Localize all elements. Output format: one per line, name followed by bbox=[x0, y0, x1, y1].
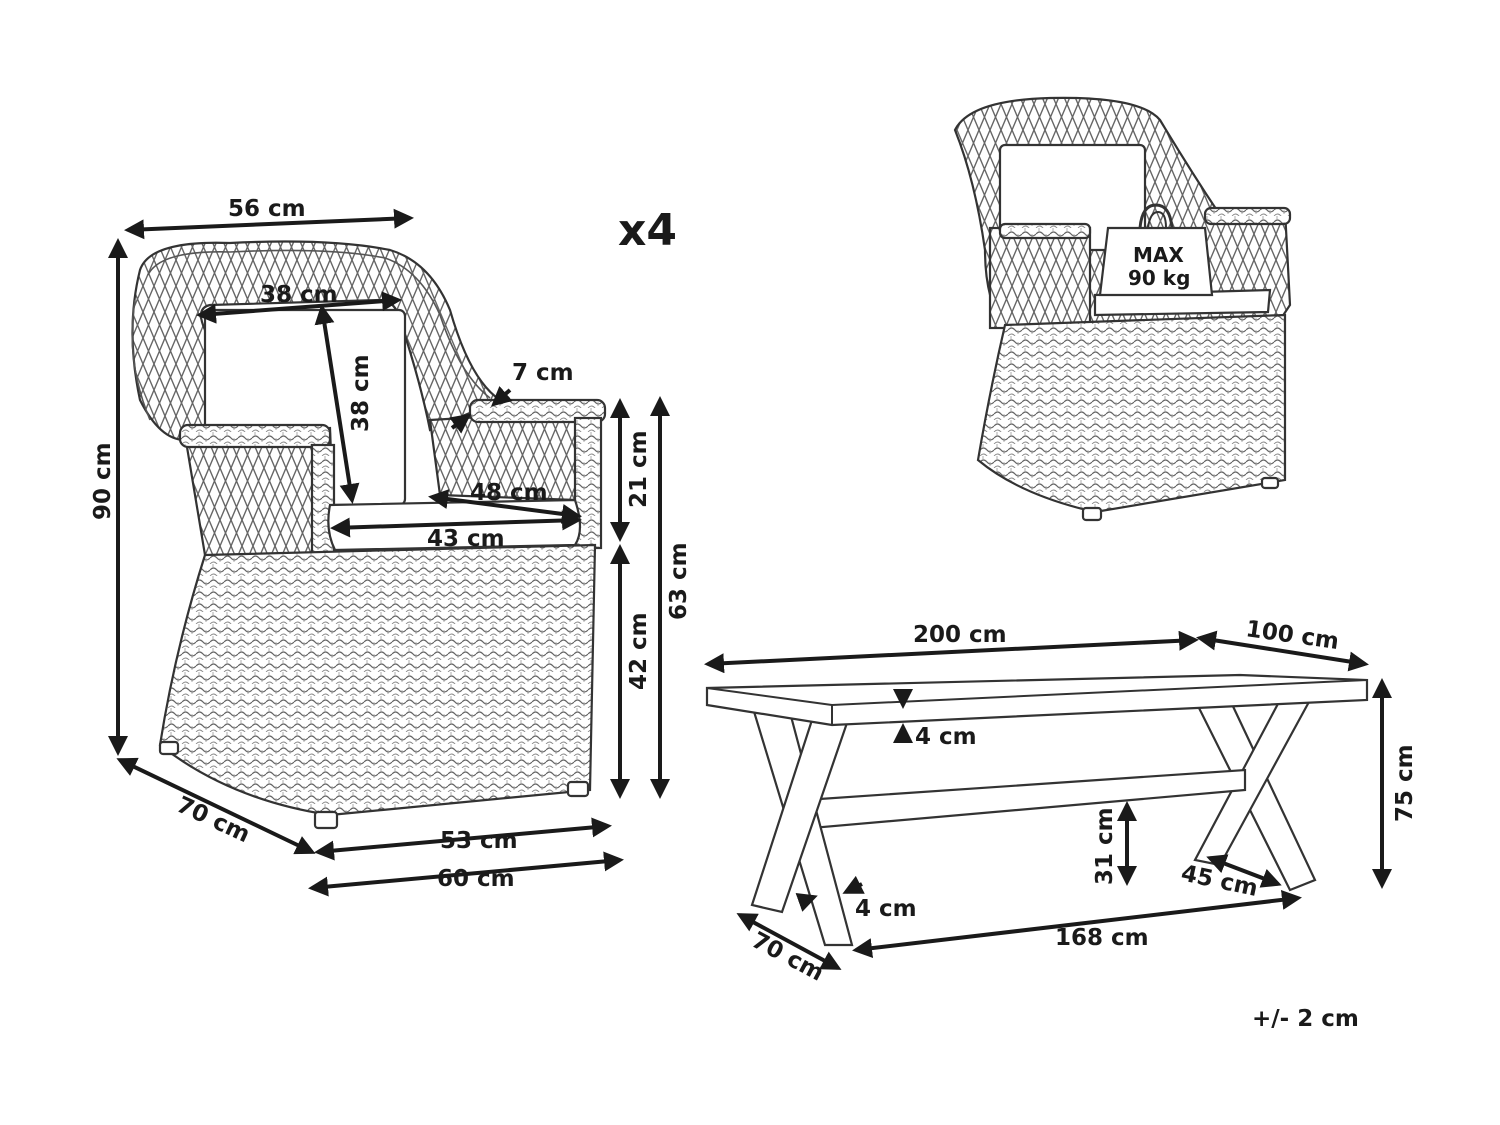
seat-depth-label: 48 cm bbox=[470, 480, 548, 506]
chair-base bbox=[158, 543, 597, 817]
chair-load-view bbox=[953, 96, 1292, 522]
seat-height-label: 42 cm bbox=[626, 612, 652, 690]
seat-width-label: 43 cm bbox=[427, 526, 505, 552]
table-length-label: 200 cm bbox=[913, 622, 1007, 648]
small-chair-base bbox=[976, 313, 1287, 514]
stretcher-height-label: 31 cm bbox=[1092, 807, 1118, 885]
table-top bbox=[705, 673, 1369, 727]
leg-thickness-label: 4 cm bbox=[855, 896, 917, 922]
armrest-total-height-label: 63 cm bbox=[666, 542, 692, 620]
chair-base-width-label: 53 cm bbox=[440, 828, 518, 854]
chair-dimension-lines bbox=[108, 208, 670, 897]
table-dimension-lines bbox=[704, 630, 1392, 970]
table-inner-length-label: 168 cm bbox=[1055, 925, 1149, 951]
table-drawing bbox=[705, 673, 1369, 947]
chair-front-view bbox=[131, 240, 607, 830]
armrest-height-label: 21 cm bbox=[626, 430, 652, 508]
chair-width-top-label: 56 cm bbox=[228, 196, 306, 222]
chair-depth-label: 70 cm bbox=[172, 792, 253, 848]
table-height-label: 75 cm bbox=[1392, 744, 1418, 822]
load-weight-label: 90 kg bbox=[1128, 266, 1190, 290]
quantity-label: x4 bbox=[618, 205, 677, 256]
table-depth-label: 70 cm bbox=[747, 927, 828, 986]
table-top-thickness-label: 4 cm bbox=[915, 724, 977, 750]
chair-backrest-frame bbox=[131, 240, 503, 442]
chair-overall-width-label: 60 cm bbox=[437, 866, 515, 892]
weight-bag-icon bbox=[1098, 226, 1214, 297]
chair-height-total-label: 90 cm bbox=[90, 442, 116, 520]
load-max-label: MAX bbox=[1133, 243, 1184, 267]
table-stretcher bbox=[803, 768, 1247, 830]
tolerance-label: +/- 2 cm bbox=[1252, 1006, 1359, 1032]
armrest-width-label: 7 cm bbox=[512, 360, 574, 386]
leg-spread-label: 45 cm bbox=[1179, 860, 1260, 902]
backrest-width-label: 38 cm bbox=[260, 282, 338, 308]
backrest-height-label: 38 cm bbox=[348, 354, 374, 432]
